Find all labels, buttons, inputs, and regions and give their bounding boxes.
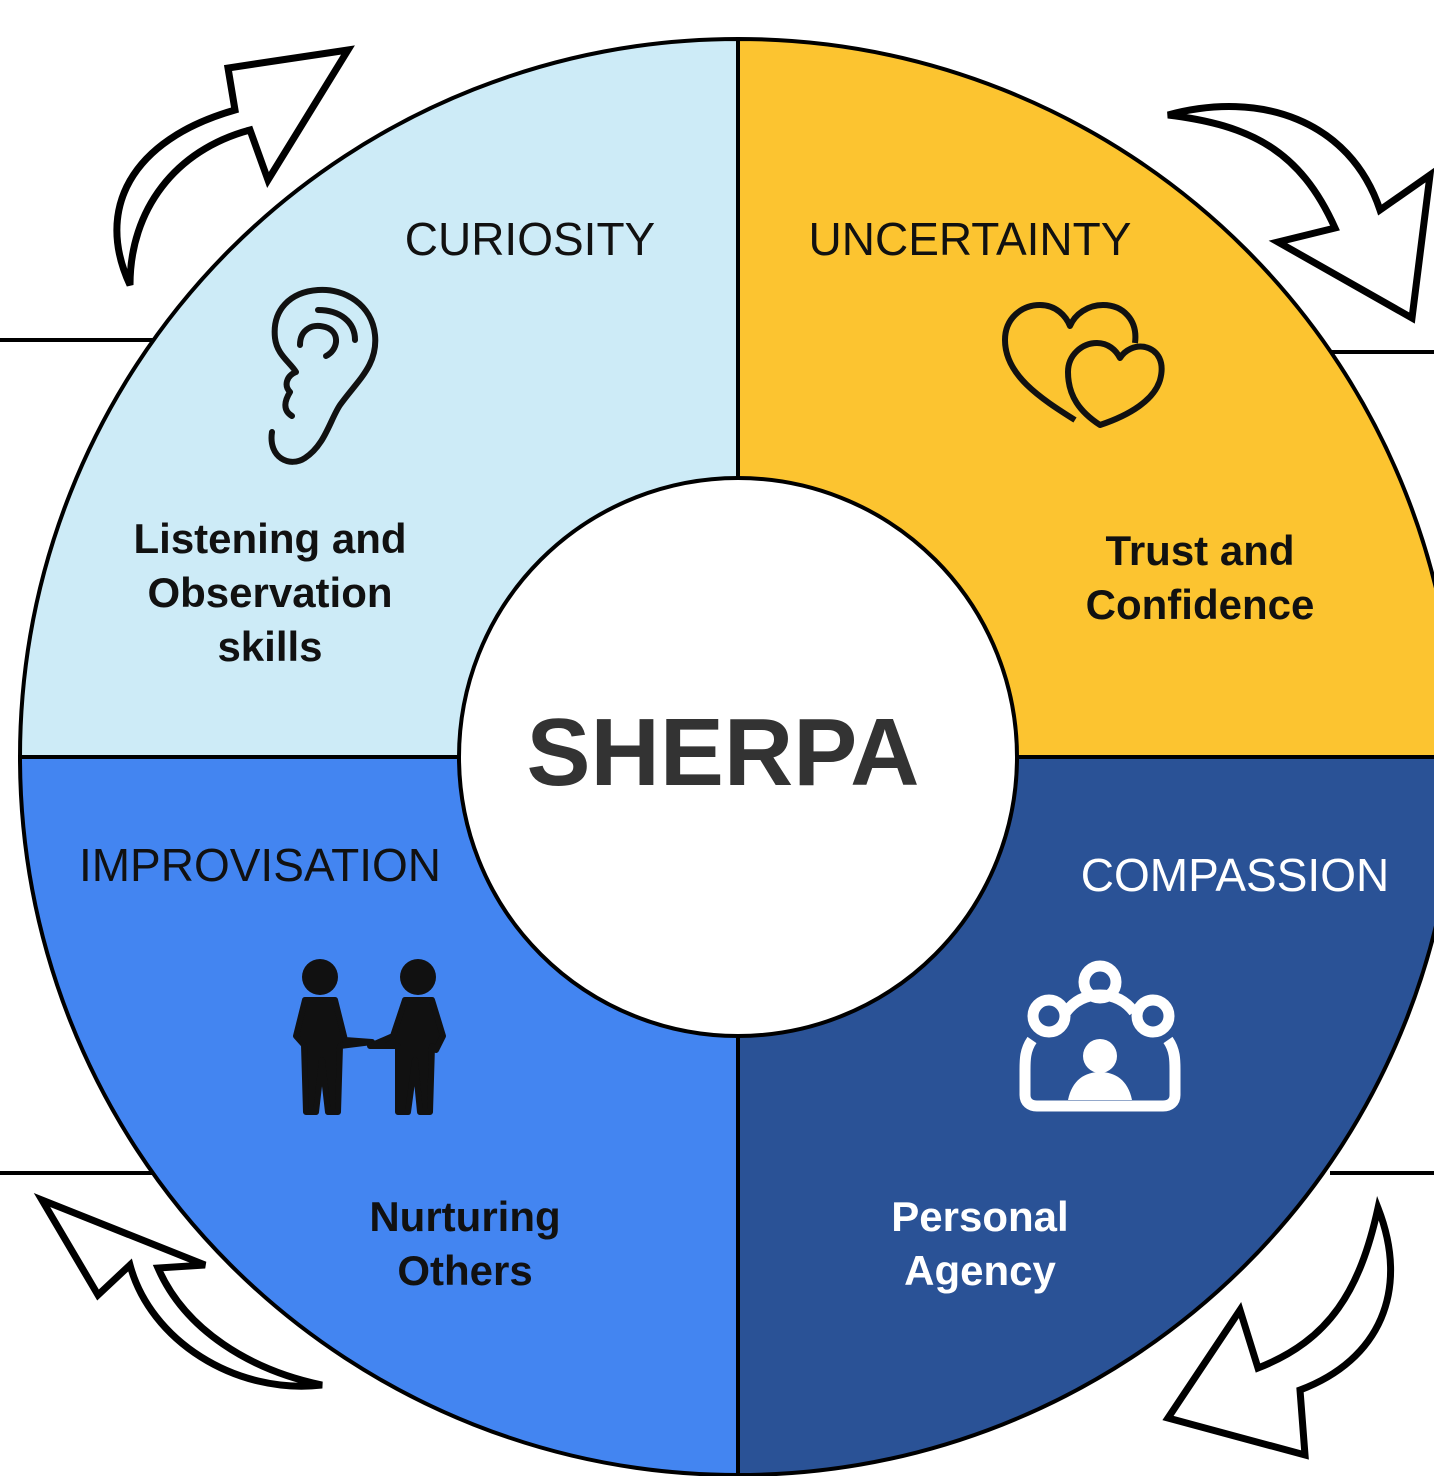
- heading-improvisation: IMPROVISATION: [78, 839, 442, 891]
- subtitle-line: Personal: [891, 1193, 1069, 1240]
- subtitle-line: Observation: [147, 569, 393, 616]
- subtitle-line: skills: [217, 623, 323, 670]
- cycle-arrow-icon: [33, 1192, 323, 1390]
- center-circle: [457, 476, 1019, 1038]
- two-people-handshake-icon: [293, 959, 446, 1115]
- subtitle-line: Listening and: [133, 515, 407, 562]
- cycle-arrow-icon: [113, 45, 355, 287]
- cycle-arrow-icon: [1162, 1195, 1395, 1460]
- subtitle-line: Trust and: [1105, 527, 1295, 574]
- subtitle-line: Others: [397, 1247, 533, 1294]
- ear-icon: [268, 286, 379, 465]
- community-group-icon: [1019, 960, 1181, 1112]
- subtitle-line: Nurturing: [369, 1193, 561, 1240]
- subtitle-improvisation: Nurturing Others: [330, 1190, 600, 1298]
- center-title: SHERPA: [526, 699, 920, 806]
- two-hearts-icon: [1002, 302, 1165, 428]
- cycle-arrow-icon: [1167, 103, 1434, 324]
- heading-curiosity: CURIOSITY: [404, 213, 656, 265]
- subtitle-line: Agency: [904, 1247, 1056, 1294]
- heading-uncertainty: UNCERTAINTY: [808, 213, 1132, 265]
- subtitle-uncertainty: Trust and Confidence: [1060, 524, 1340, 632]
- subtitle-line: Confidence: [1085, 581, 1315, 628]
- heading-compassion: COMPASSION: [1080, 849, 1390, 901]
- subtitle-curiosity: Listening and Observation skills: [100, 512, 440, 674]
- subtitle-compassion: Personal Agency: [860, 1190, 1100, 1298]
